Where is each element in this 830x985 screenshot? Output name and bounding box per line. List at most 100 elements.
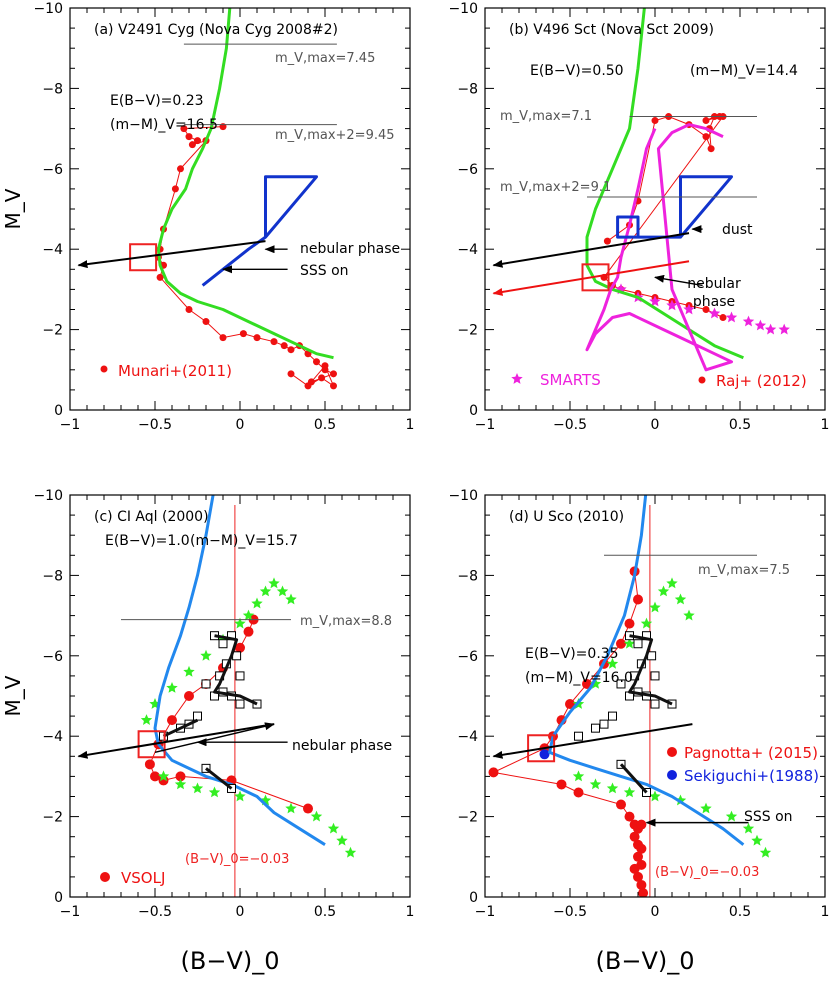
legend-label: Raj+ (2012) bbox=[716, 372, 807, 390]
star-point bbox=[276, 585, 289, 597]
star-point bbox=[708, 307, 721, 319]
square-point bbox=[235, 671, 245, 681]
legend-label: SMARTS bbox=[540, 371, 601, 389]
star-point bbox=[725, 311, 738, 323]
star-point bbox=[623, 637, 636, 649]
data-point bbox=[188, 141, 196, 149]
data-point bbox=[180, 125, 188, 133]
data-point bbox=[287, 370, 295, 378]
square-point bbox=[667, 699, 677, 709]
y-tick-label: −6 bbox=[457, 649, 478, 665]
plot-area bbox=[488, 495, 772, 897]
y-tick-label: −2 bbox=[42, 323, 63, 339]
legend-marker bbox=[667, 747, 677, 757]
star-point bbox=[725, 810, 738, 822]
series-line bbox=[548, 495, 745, 846]
y-tick-label: −6 bbox=[42, 649, 63, 665]
panel-title: (d) U Sco (2010) bbox=[509, 509, 624, 525]
data-point bbox=[488, 767, 499, 778]
data-point bbox=[150, 771, 160, 782]
annotation-text: SSS on bbox=[300, 263, 349, 279]
data-point bbox=[707, 145, 715, 153]
y-tick-label: −6 bbox=[457, 162, 478, 178]
x-tick-label: 0 bbox=[236, 417, 245, 433]
data-point bbox=[702, 117, 710, 125]
data-point bbox=[629, 863, 640, 874]
panel-title: (a) V2491 Cyg (Nova Cyg 2008#2) bbox=[94, 22, 338, 38]
mvmax-label: m_V,max+2=9.45 bbox=[275, 128, 395, 143]
star-point bbox=[700, 802, 712, 814]
star-point bbox=[606, 782, 619, 794]
y-tick-label: −8 bbox=[457, 568, 478, 584]
series-line bbox=[619, 763, 648, 794]
x-axis-label: (B−V)_0 bbox=[596, 947, 695, 975]
legend-marker bbox=[667, 770, 677, 780]
star-point bbox=[649, 601, 661, 613]
plot-frame bbox=[69, 7, 411, 411]
data-point bbox=[633, 594, 643, 605]
x-tick-label: −1 bbox=[60, 904, 81, 920]
data-point bbox=[177, 165, 184, 173]
square-point bbox=[235, 699, 245, 709]
legend-marker bbox=[100, 872, 110, 882]
x-tick-label: −1 bbox=[60, 417, 81, 433]
series-line bbox=[162, 718, 199, 738]
y-tick-label: 0 bbox=[54, 890, 63, 906]
y-tick-label: −10 bbox=[448, 488, 478, 504]
data-point bbox=[156, 273, 164, 281]
mvmax-label: m_V,max=7.45 bbox=[275, 51, 375, 66]
legend-marker bbox=[511, 373, 523, 384]
parameter-label: E(B−V)=0.35 bbox=[525, 646, 619, 662]
reference-box bbox=[137, 730, 166, 759]
data-point bbox=[616, 799, 626, 810]
star-point bbox=[649, 790, 661, 802]
data-point bbox=[636, 843, 647, 854]
x-tick-label: −0.5 bbox=[138, 417, 172, 433]
square-point bbox=[650, 671, 660, 681]
annotation-text: dust bbox=[722, 222, 753, 238]
annotation-text: SSS on bbox=[744, 809, 793, 825]
data-point bbox=[573, 787, 584, 798]
arrow bbox=[654, 274, 703, 287]
legend-marker bbox=[698, 376, 706, 384]
data-point bbox=[616, 638, 626, 649]
x-tick-label: 1 bbox=[821, 904, 830, 920]
star-point bbox=[336, 834, 348, 846]
parameter-label: E(B−V)=0.23 bbox=[110, 93, 204, 109]
x-tick-label: −0.5 bbox=[138, 904, 172, 920]
star-point bbox=[285, 802, 297, 814]
star-point bbox=[742, 315, 755, 327]
data-point bbox=[539, 749, 550, 760]
data-point bbox=[702, 306, 710, 313]
star-point bbox=[751, 834, 763, 846]
y-tick-label: −8 bbox=[457, 81, 478, 97]
mvmax-label: m_V,max=7.5 bbox=[698, 563, 790, 578]
data-point bbox=[330, 370, 337, 378]
x-tick-label: −1 bbox=[475, 904, 496, 920]
data-point bbox=[202, 318, 210, 326]
color-reference-label: (B−V)_0=−0.03 bbox=[185, 852, 289, 867]
star-point bbox=[310, 810, 323, 822]
data-point bbox=[318, 374, 326, 382]
star-point bbox=[251, 597, 263, 609]
series-line bbox=[585, 8, 744, 360]
square-point bbox=[616, 679, 626, 689]
star-point bbox=[234, 617, 246, 629]
star-point bbox=[666, 299, 678, 311]
data-point bbox=[280, 342, 288, 350]
parameter-label: (m−M)_V=16.5 bbox=[110, 117, 218, 133]
data-point bbox=[313, 358, 320, 366]
y-tick-label: 0 bbox=[469, 403, 478, 419]
square-point bbox=[633, 639, 643, 649]
series-connector bbox=[157, 126, 335, 388]
x-tick-label: 0 bbox=[651, 417, 660, 433]
arrow bbox=[77, 723, 275, 759]
plot-area bbox=[585, 8, 790, 372]
star-point bbox=[589, 778, 602, 790]
data-point bbox=[624, 618, 635, 629]
data-point bbox=[719, 314, 727, 322]
series-line bbox=[628, 634, 673, 706]
